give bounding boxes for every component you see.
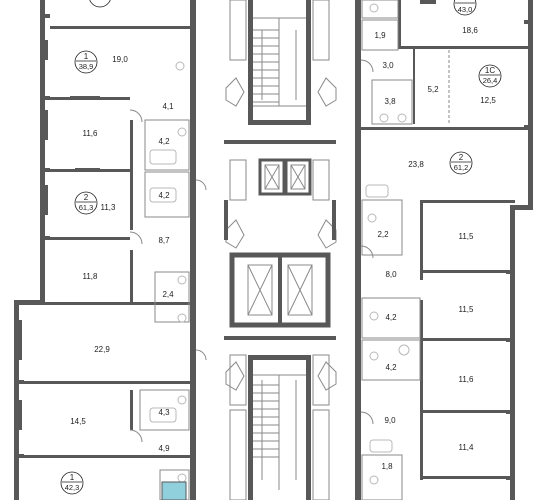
- room-area-label: 3,8: [384, 97, 396, 106]
- apartment-total-label: 43,0: [458, 5, 473, 14]
- room-area-label: 19,0: [112, 55, 128, 64]
- room-area-label: 23,8: [408, 160, 424, 169]
- room-area-label: 4,2: [158, 191, 170, 200]
- room-area-label: 8,0: [385, 270, 397, 279]
- room-area-label: 1,8: [381, 462, 393, 471]
- central-core: [224, 0, 337, 500]
- apartment-total-label: 61,3: [79, 203, 94, 212]
- apartment-total-label: 26,4: [483, 76, 498, 85]
- room-area-label: 14,5: [70, 417, 86, 426]
- room-area-label: 9,0: [384, 416, 396, 425]
- room-area-label: 4,2: [385, 313, 397, 322]
- room-area-label: 22,9: [94, 345, 110, 354]
- plumbing-fixtures: [149, 3, 410, 485]
- highlighted-unit-marker: [161, 481, 187, 500]
- room-area-label: 4,1: [162, 102, 174, 111]
- apartment-rooms-label: 1: [84, 52, 89, 61]
- room-area-label: 1,9: [374, 31, 386, 40]
- left-wing-walls: [14, 0, 196, 500]
- room-area-label: 11,5: [459, 305, 475, 314]
- apartment-total-label: 38,9: [79, 62, 94, 71]
- room-area-label: 4,2: [385, 363, 397, 372]
- room-area-label: 18,6: [462, 26, 478, 35]
- apartment-total-label: 61,2: [454, 163, 469, 172]
- apartment-rooms-label: 2: [459, 153, 464, 162]
- room-area-label: 5,2: [427, 85, 439, 94]
- room-area-label: 11,5: [459, 232, 475, 241]
- room-area-label: 11,6: [83, 129, 99, 138]
- room-area-label: 4,3: [158, 408, 170, 417]
- apartment-badges: [60, 0, 502, 495]
- right-wing-windows: [450, 60, 533, 479]
- room-area-label: 2,4: [162, 290, 174, 299]
- room-area-label: 8,7: [158, 236, 170, 245]
- left-wing-thin-walls: [139, 119, 190, 500]
- apartment-total-label: 42,3: [65, 483, 80, 492]
- room-area-label: 3,0: [382, 61, 394, 70]
- room-area-label: 4,9: [158, 444, 170, 453]
- apartment-rooms-label: 1: [70, 473, 75, 482]
- room-area-label: 4,2: [158, 137, 170, 146]
- room-area-label: 2,2: [377, 230, 389, 239]
- left-wing-windows: [19, 40, 100, 458]
- apartment-rooms-label: 2: [84, 193, 89, 202]
- apartment-rooms-label: 1С: [485, 66, 495, 75]
- room-area-label: 11,4: [459, 443, 475, 452]
- room-area-label: 11,8: [83, 272, 99, 281]
- door-swings: [129, 59, 374, 443]
- right-wing-walls: [355, 0, 533, 500]
- right-wing-thin-walls: [361, 0, 450, 500]
- room-area-label: 11,3: [101, 203, 117, 212]
- room-area-label: 12,5: [480, 96, 496, 105]
- room-area-label: 11,6: [459, 375, 475, 384]
